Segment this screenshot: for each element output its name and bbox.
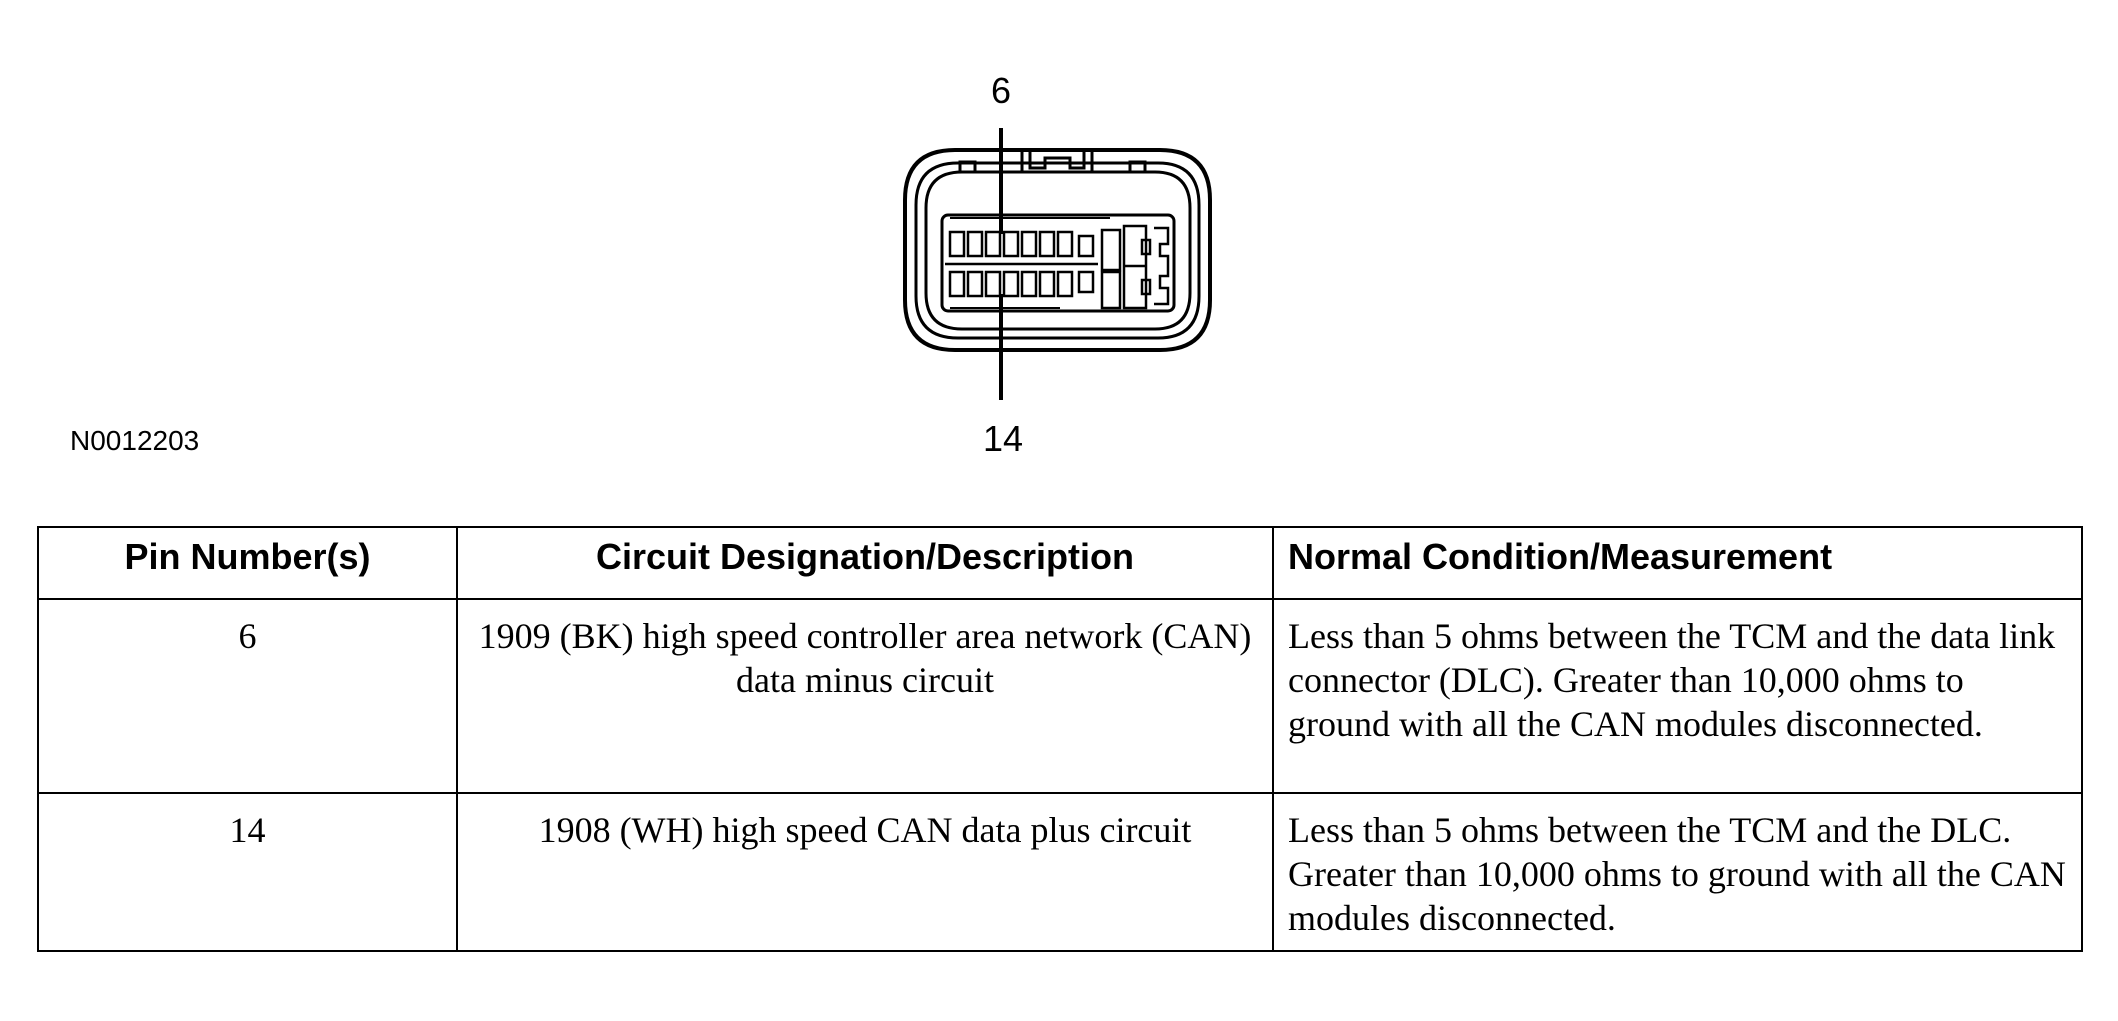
table-header-row: Pin Number(s) Circuit Designation/Descri… [37, 526, 2083, 600]
cell-circuit: 1909 (BK) high speed controller area net… [456, 598, 1274, 794]
callout-pin-14: 14 [982, 418, 1024, 459]
cell-circuit: 1908 (WH) high speed CAN data plus circu… [456, 792, 1274, 952]
cell-pin: 6 [37, 598, 458, 794]
table-row: 14 1908 (WH) high speed CAN data plus ci… [37, 792, 2083, 952]
connector-figure: 6 14 N0012203 [0, 0, 2118, 470]
pin-table: Pin Number(s) Circuit Designation/Descri… [37, 526, 2083, 952]
header-normal-condition: Normal Condition/Measurement [1272, 526, 2083, 600]
connector-drawing [903, 128, 1212, 400]
cell-pin: 14 [37, 792, 458, 952]
callout-pin-6: 6 [990, 70, 1012, 111]
cell-condition: Less than 5 ohms between the TCM and the… [1272, 792, 2083, 952]
header-circuit-designation: Circuit Designation/Description [456, 526, 1274, 600]
pin-terminals [945, 224, 1170, 310]
table-row: 6 1909 (BK) high speed controller area n… [37, 598, 2083, 794]
figure-id: N0012203 [70, 425, 200, 456]
cell-condition: Less than 5 ohms between the TCM and the… [1272, 598, 2083, 794]
header-pin-number: Pin Number(s) [37, 526, 458, 600]
